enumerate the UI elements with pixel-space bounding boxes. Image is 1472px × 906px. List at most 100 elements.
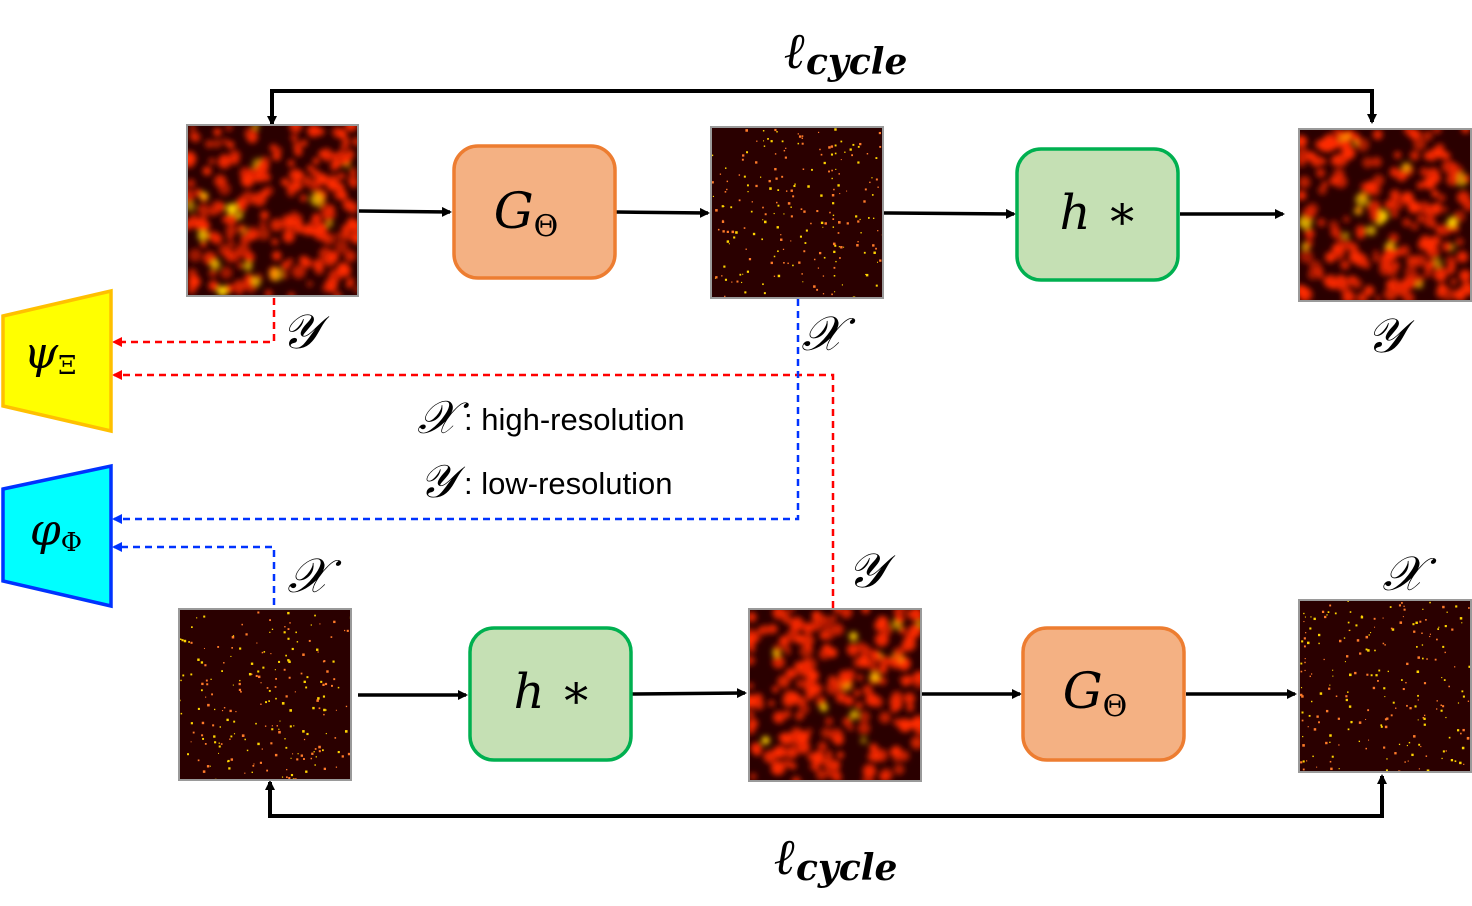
image-spot [270,218,283,232]
image-spot [842,717,852,727]
image-point [876,261,879,263]
image-point [308,639,311,642]
image-point [872,244,875,247]
image-spot [1433,148,1444,159]
image-spot [331,152,340,160]
image-point [864,188,867,191]
image-spot [1461,129,1470,134]
x-label-bottom-right: 𝒳 [1382,546,1437,602]
image-point [802,168,805,171]
image-point [1426,769,1430,772]
image-spot [226,141,235,149]
image-point [233,733,236,735]
image-point [1454,760,1457,763]
image-point [867,217,870,219]
image-point [783,149,786,152]
image-spot [1388,233,1399,244]
image-point [302,653,305,656]
image-spot [799,731,810,742]
image-spot [272,151,282,161]
image-spot [822,644,832,654]
image-point [1461,622,1463,624]
image-point [270,742,273,745]
image-point [218,745,221,748]
image-spot [252,277,261,287]
image-point [1318,642,1320,645]
image-spot [1441,241,1452,252]
image-point [816,288,819,291]
image-point [790,189,793,192]
image-point [840,246,843,249]
image-spot [1456,251,1469,263]
image-spot [341,224,350,234]
image-border [178,608,352,781]
image-spot [870,650,881,662]
image-spot [307,125,321,138]
image-spot [307,165,314,172]
image-point [305,686,308,689]
image-point [1442,605,1445,609]
image-point [834,128,837,131]
image-point [1355,624,1358,627]
image-point [1316,766,1318,768]
image-spot [869,750,882,763]
image-point [799,235,803,238]
image-spot [334,239,349,254]
image-point [203,615,206,618]
image-point [834,244,837,247]
image-point [312,706,315,710]
image-spot [340,141,350,151]
image-point [1335,695,1338,698]
image-point [210,678,212,680]
image-spot [1329,176,1339,186]
image-spot [752,693,763,704]
image-spot [1314,139,1324,150]
image-point [1313,617,1316,621]
image-point [337,750,340,754]
image-point [797,133,799,135]
image-point [201,734,204,737]
image-spot [1299,190,1307,201]
arrow-top-3 [883,208,1016,219]
high-res-image-top-middle [710,126,884,299]
x-label-bottom-left: 𝒳 [287,548,342,604]
image-point [1368,634,1370,636]
image-spot [272,251,282,261]
image-point [763,140,765,142]
image-point [1390,714,1393,717]
image-spot [1355,193,1369,207]
image-point [834,144,837,147]
image-point [212,724,215,727]
image-spot [1413,254,1427,267]
image-spot [895,702,903,710]
image-spot [836,751,844,759]
image-point [1423,714,1426,717]
image-point [822,293,825,295]
image-point [320,680,323,683]
image-point [731,281,733,283]
image-point [197,759,200,762]
discriminator-psi-shape [1,288,113,434]
image-spot [229,149,241,162]
image-point [197,707,200,710]
image-spot [1340,260,1350,270]
discriminator-psi-sub: Ξ [58,351,76,381]
image-spot [1317,218,1326,227]
image-spot [772,685,779,693]
image-point [274,669,276,671]
image-spot [749,611,757,623]
image-spot [287,159,295,167]
blur-label-bottom: h ∗ [514,664,593,720]
image-point [742,154,745,157]
image-point [1348,705,1352,708]
image-spot [1389,167,1400,178]
image-point [735,231,738,234]
image-point [209,765,211,767]
image-spot [813,750,825,763]
y-label-top-right: 𝒴 [1366,308,1415,364]
image-point [1347,728,1350,731]
image-point [274,753,278,757]
image-spot [791,776,801,781]
image-spot [914,719,921,728]
image-point [762,130,765,132]
